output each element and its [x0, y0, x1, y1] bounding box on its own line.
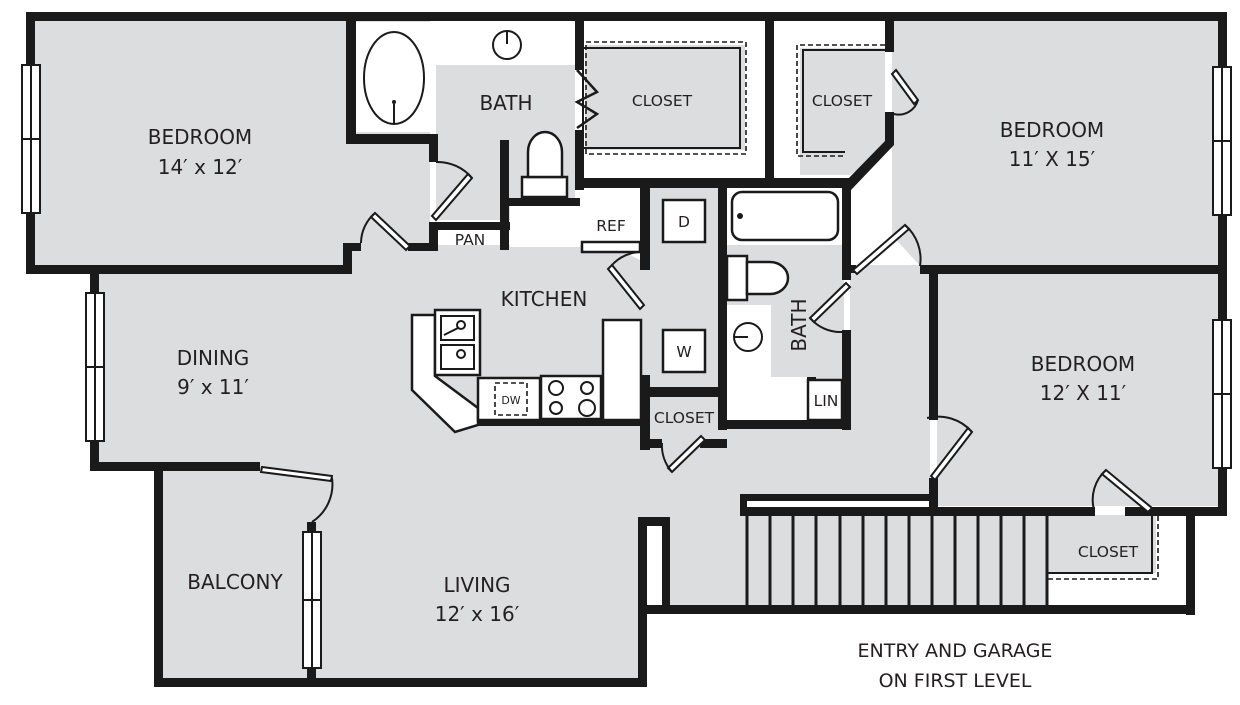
- kitchen-sink-icon: [433, 308, 482, 377]
- walkin-closet-label: CLOSET: [632, 92, 693, 110]
- stove-icon: [539, 374, 603, 421]
- refrigerator-label: REF: [596, 217, 626, 235]
- bedroom-1-size: 14′ x 12′: [158, 155, 243, 179]
- living-label: LIVING: [443, 573, 510, 597]
- linen-closet: [806, 378, 844, 422]
- bathtub-icon: [730, 190, 840, 242]
- kitchen-label: KITCHEN: [501, 287, 588, 311]
- doors: [259, 68, 1154, 523]
- dishwasher-label: DW: [501, 394, 520, 407]
- laundry-fixtures: [661, 198, 707, 374]
- washer-icon: [661, 328, 707, 374]
- bedroom-2-label: BEDROOM: [1000, 118, 1104, 142]
- dining-label: DINING: [177, 346, 250, 370]
- sink-icon: [733, 322, 763, 352]
- dishwasher-icon: [494, 382, 528, 416]
- laundry-closet-label: CLOSET: [654, 409, 715, 427]
- hall-bath-fixtures: [725, 190, 844, 422]
- pantry-label: PAN: [455, 231, 486, 249]
- bedroom-2-closet-label: CLOSET: [812, 92, 873, 110]
- kitchen-fixtures: [410, 240, 643, 434]
- toilet-bowl-icon: [745, 260, 790, 296]
- living-size: 12′ x 16′: [435, 602, 520, 626]
- toilet-tank-icon: [725, 254, 749, 302]
- washer-label: W: [676, 343, 691, 361]
- hall-bath-label: BATH: [787, 298, 811, 351]
- bedroom-3-label: BEDROOM: [1031, 352, 1135, 376]
- stairs: [745, 516, 1049, 605]
- dining-size: 9′ x 11′: [177, 375, 249, 399]
- master-bath-label: BATH: [479, 91, 532, 115]
- bedroom-3-size: 12′ X 11′: [1040, 381, 1127, 405]
- room-labels: BEDROOM 14′ x 12′ BATH CLOSET CLOSET BED…: [148, 91, 1139, 692]
- bedroom-1-label: BEDROOM: [148, 125, 252, 149]
- windows: [21, 64, 1232, 669]
- toilet-bowl-icon: [526, 130, 564, 179]
- bedroom-2-size: 11′ X 15′: [1009, 147, 1096, 171]
- dryer-icon: [661, 198, 707, 244]
- entry-note-line-2: ON FIRST LEVEL: [879, 670, 1032, 692]
- master-bath-fixtures: [363, 30, 569, 199]
- balcony-label: BALCONY: [187, 570, 283, 594]
- linen-label: LIN: [814, 392, 839, 410]
- entry-note-line-1: ENTRY AND GARAGE: [858, 640, 1053, 662]
- toilet-tank-icon: [520, 175, 569, 199]
- bedroom-3-closet-label: CLOSET: [1078, 543, 1139, 561]
- dryer-label: D: [678, 213, 690, 231]
